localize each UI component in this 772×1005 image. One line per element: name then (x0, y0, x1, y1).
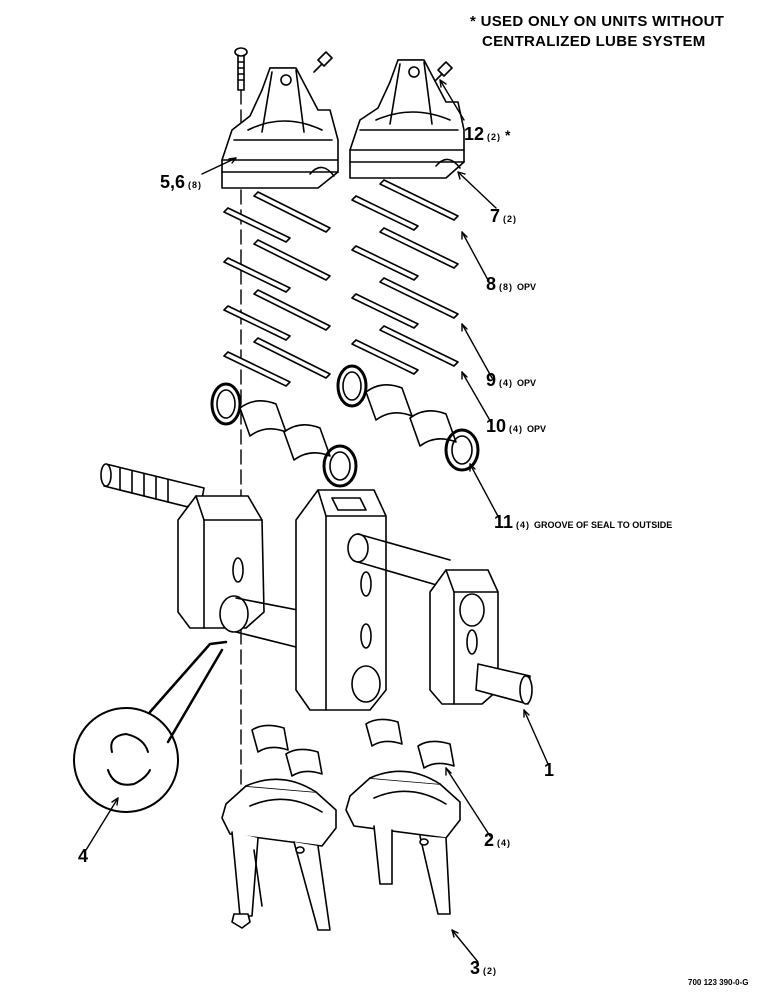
callout-4: 4 (78, 846, 88, 867)
callout-tag: OPV (517, 282, 537, 292)
callout-number: 4 (78, 846, 89, 866)
callout-number: 8 (486, 274, 497, 294)
lube-fitting-left (313, 51, 333, 73)
bolt-part-5-6 (234, 47, 248, 91)
callout-3: 3 (2) (470, 958, 497, 979)
callout-10: 10 (4) OPV (486, 416, 546, 437)
lube-fitting-right (435, 61, 453, 81)
callout-number: 7 (490, 206, 501, 226)
bearing-halves-lower (251, 718, 455, 777)
callout-quantity: (4) (499, 378, 514, 388)
callout-tag: * (505, 127, 511, 143)
callout-quantity: (4) (509, 424, 524, 434)
detail-circle-snap-ring (73, 640, 228, 813)
callout-quantity: (8) (188, 180, 203, 190)
callout-quantity: (2) (487, 132, 502, 142)
callout-8: 8 (8) OPV (486, 274, 536, 295)
crank-shaft-assembly (100, 463, 533, 711)
bearing-cap-left (221, 778, 337, 931)
callout-11: 11 (4) GROOVE OF SEAL TO OUTSIDE (494, 512, 672, 533)
callout-12: 12 (2) * (464, 124, 510, 145)
callout-quantity: (8) (499, 282, 514, 292)
callout-quantity: (2) (483, 966, 498, 976)
callout-number: 10 (486, 416, 507, 436)
callout-number: 5,6 (160, 172, 186, 192)
callout-1: 1 (544, 760, 554, 781)
callout-number: 3 (470, 958, 481, 978)
callout-7: 7 (2) (490, 206, 517, 227)
seals-and-bushings (210, 364, 480, 488)
callout-number: 2 (484, 830, 495, 850)
leader-lines (85, 79, 549, 963)
lube-system-note: * USED ONLY ON UNITS WITHOUT CENTRALIZED… (470, 12, 760, 52)
bearing-cap-right (345, 770, 461, 915)
callout-quantity: (4) (497, 838, 512, 848)
callout-tag: GROOVE OF SEAL TO OUTSIDE (534, 520, 673, 530)
figure-reference-number: 700 123 390-0-G (688, 978, 749, 987)
note-line-2: CENTRALIZED LUBE SYSTEM (482, 33, 706, 50)
callout-number: 11 (494, 512, 514, 532)
callout-9: 9 (4) OPV (486, 370, 536, 391)
callout-quantity: (2) (503, 214, 518, 224)
callout-number: 1 (544, 760, 555, 780)
callout-quantity: (4) (516, 520, 531, 530)
callout-5-6: 5,6 (8) (160, 172, 202, 193)
bearing-housing-right (349, 59, 465, 179)
bearing-housing-left (221, 67, 339, 189)
callout-number: 9 (486, 370, 497, 390)
callout-tag: OPV (527, 424, 547, 434)
shim-stack (223, 179, 459, 387)
callout-2: 2 (4) (484, 830, 511, 851)
callout-number: 12 (464, 124, 485, 144)
note-line-1: * USED ONLY ON UNITS WITHOUT (470, 13, 725, 30)
lock-nut (231, 913, 251, 929)
callout-tag: OPV (517, 378, 537, 388)
